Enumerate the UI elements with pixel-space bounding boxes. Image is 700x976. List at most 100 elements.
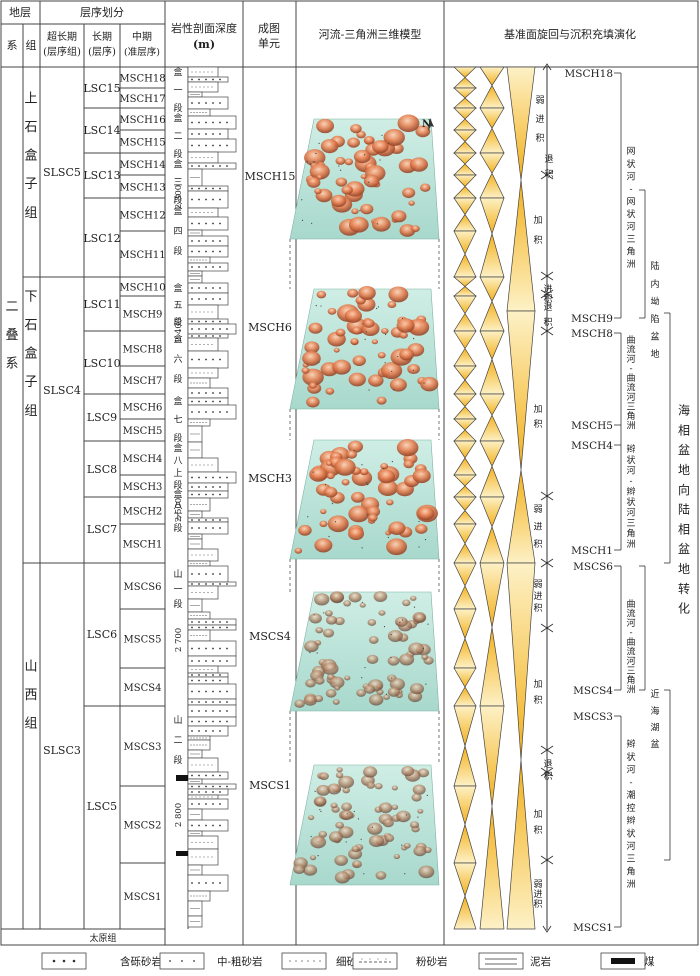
mapping-units: MSCH15 MSCH6 MSCH3 MSCS4 MSCS1 [245, 170, 296, 792]
lithology-layer [187, 704, 237, 718]
lithology-layer [187, 900, 203, 917]
depth-label: 2 800 [174, 803, 184, 827]
boundary-label: MSCH4 [571, 440, 613, 452]
lithology-layer [187, 725, 229, 737]
member-label: 盒八上段 [173, 442, 182, 491]
lithology-layer [187, 96, 229, 110]
member-label: 盒一段 [173, 66, 182, 114]
medium-sequence: MSCH4 [123, 454, 163, 465]
cycle-axis [540, 63, 554, 933]
long-sequence: LSC15 [83, 82, 120, 95]
header-mapping: 成图 [258, 22, 280, 35]
lithology-layer [187, 262, 229, 272]
lithology-layer [187, 66, 219, 78]
lithology-layer [187, 367, 219, 379]
medium-sequence: MSCS2 [124, 821, 162, 832]
medium-sequence: MSCH3 [123, 482, 163, 493]
legend-swatch [478, 952, 524, 970]
lithology-layer [187, 350, 229, 369]
mapping-unit: MSCS1 [249, 779, 291, 792]
header-profile: 岩性剖面深度 [171, 21, 237, 35]
facies-labels: 网状河-网状河三角洲曲流河-曲流河三角洲辫状河-辫状河三角洲曲流河-曲流河三角洲… [626, 146, 690, 890]
lithology-layer [187, 533, 203, 540]
lithology-layer [187, 138, 237, 153]
basin-label: 陆内坳陷盆地 [650, 260, 659, 360]
header-long: 长期 [92, 31, 112, 43]
header-super-long-sub: (层序组) [43, 45, 81, 58]
lithology-layer [187, 497, 211, 512]
header-stratum: 地层 [9, 6, 31, 19]
legend-label: 中-粗砂岩 [217, 955, 263, 968]
lithology-layer [187, 81, 219, 93]
lithology-layer [187, 190, 229, 209]
header-medium-sub: (准层序) [124, 46, 160, 58]
member-label: 盒四段 [173, 205, 182, 257]
facies-label: 辫状河-潮控辫状河三角洲 [626, 739, 635, 890]
lithology-layer [187, 91, 203, 98]
boundary-label: MSCH5 [571, 420, 613, 432]
medium-cycle-column [453, 66, 477, 930]
lithology-layer [187, 771, 229, 780]
lithology-layer [187, 521, 229, 535]
super-long-sequence: SLSC3 [43, 744, 81, 757]
medium-sequence: MSCH7 [123, 376, 163, 387]
mapping-unit: MSCH15 [245, 170, 296, 183]
member-label: 盒七段 [173, 395, 182, 444]
lithology-layer [187, 235, 229, 247]
lithology-layer [187, 108, 211, 117]
cycle-label: 弱进积 [533, 504, 542, 550]
long-sequence: LSC8 [87, 463, 117, 476]
lithology-layer [187, 510, 203, 519]
cycle-label: 退积 [543, 302, 552, 328]
lithology-layer [187, 749, 203, 759]
boundary-label: MSCH9 [571, 313, 613, 325]
medium-sequence: MSCS3 [124, 742, 162, 753]
member-label: 山二段 [173, 715, 182, 766]
medium-sequence-labels: MSCH18MSCH17MSCH16MSCH15MSCH14MSCH13MSCH… [119, 74, 165, 904]
depth-label: 2 300 [174, 185, 184, 209]
delta-3d-models [289, 114, 440, 886]
cycle-label: 加积 [533, 215, 542, 246]
lithology-layer [187, 256, 211, 264]
header-system: 系 [7, 39, 18, 52]
boundary-label: MSCS4 [573, 685, 613, 697]
lithology-layer [187, 848, 219, 866]
lithology-layer [187, 425, 203, 443]
lithology-layer [187, 874, 229, 892]
lithology-layer [187, 830, 203, 837]
depth-label: 2 400 [174, 318, 184, 342]
lithology-layer [187, 115, 237, 130]
medium-sequence: MSCH18 [119, 74, 165, 85]
lithology-layer [187, 757, 219, 773]
boundary-label: MSCS1 [573, 922, 613, 934]
lithology-layer [187, 798, 229, 810]
legend-item: 含砾砂岩 [41, 952, 162, 970]
lithology-layer [187, 318, 229, 325]
medium-sequence: MSCH15 [119, 138, 165, 149]
super-long-cycle-column [506, 66, 536, 930]
facies-label: 曲流河-曲流河三角洲 [626, 599, 635, 695]
cycle-label: 加积 [533, 404, 542, 430]
lithology-layer [187, 783, 237, 790]
delta-model-panel [289, 764, 440, 886]
lithology-layer [187, 216, 229, 231]
mapping-unit: MSCH3 [248, 472, 292, 485]
lithology-layer [187, 337, 219, 352]
delta-model-panel [289, 114, 440, 240]
lithology-layer [187, 418, 211, 427]
boundary-label: MSCH18 [565, 68, 614, 80]
medium-sequence: MSCH8 [123, 345, 163, 356]
lithology-layer [187, 245, 229, 258]
lithology-layer [187, 698, 237, 706]
cycle-label: 加积 [533, 809, 542, 836]
legend-item: 泥岩 [478, 952, 551, 970]
header-long-sub: (层序) [88, 45, 116, 58]
boundary-label: MSCH1 [571, 545, 613, 557]
long-sequence: LSC6 [87, 628, 117, 641]
lithology-layer [187, 471, 237, 484]
group-label: 山西组 [24, 659, 37, 731]
lithology-layer [187, 548, 219, 562]
table-header: 地层 层序划分 系 组 超长期 (层序组) 长期 (层序) 中期 (准层序) 岩… [7, 5, 637, 58]
